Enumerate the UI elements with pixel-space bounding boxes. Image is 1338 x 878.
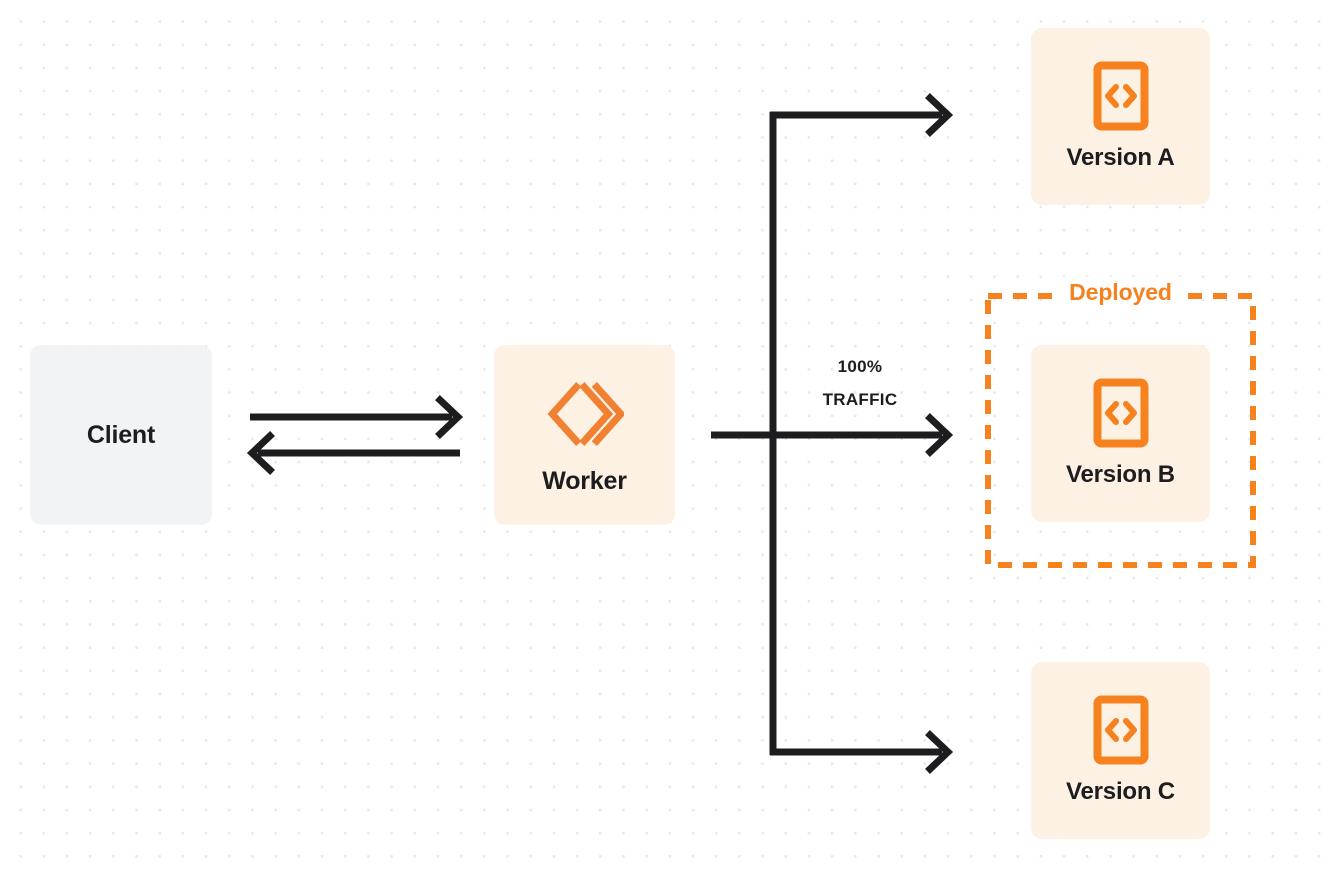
worker-node[interactable]: Worker — [494, 345, 675, 525]
traffic-label: 100% TRAFFIC — [790, 350, 930, 416]
version-b-label: Version B — [1066, 461, 1175, 488]
code-file-icon — [1093, 61, 1149, 131]
arrow-worker-to-client — [246, 431, 460, 475]
version-a-node[interactable]: Version A — [1031, 28, 1210, 205]
arrow-to-version-b — [711, 413, 954, 457]
arrow-client-to-worker — [250, 395, 464, 439]
client-label: Client — [86, 420, 156, 449]
version-c-node[interactable]: Version C — [1031, 662, 1210, 839]
version-c-label: Version C — [1066, 778, 1175, 805]
arrow-to-version-a — [770, 93, 954, 137]
deployed-label: Deployed — [1058, 277, 1183, 307]
worker-label: Worker — [542, 466, 627, 495]
deployed-group: Deployed — [985, 277, 1256, 568]
client-node[interactable]: Client — [30, 345, 212, 525]
arrow-to-version-c — [770, 730, 954, 774]
cloudflare-workers-logo-icon — [546, 375, 624, 453]
code-file-icon — [1093, 378, 1149, 448]
traffic-unit: TRAFFIC — [822, 390, 898, 409]
traffic-percent: 100% — [837, 357, 883, 376]
version-b-node[interactable]: Version B — [1031, 345, 1210, 522]
code-file-icon — [1093, 695, 1149, 765]
version-a-label: Version A — [1066, 144, 1175, 171]
